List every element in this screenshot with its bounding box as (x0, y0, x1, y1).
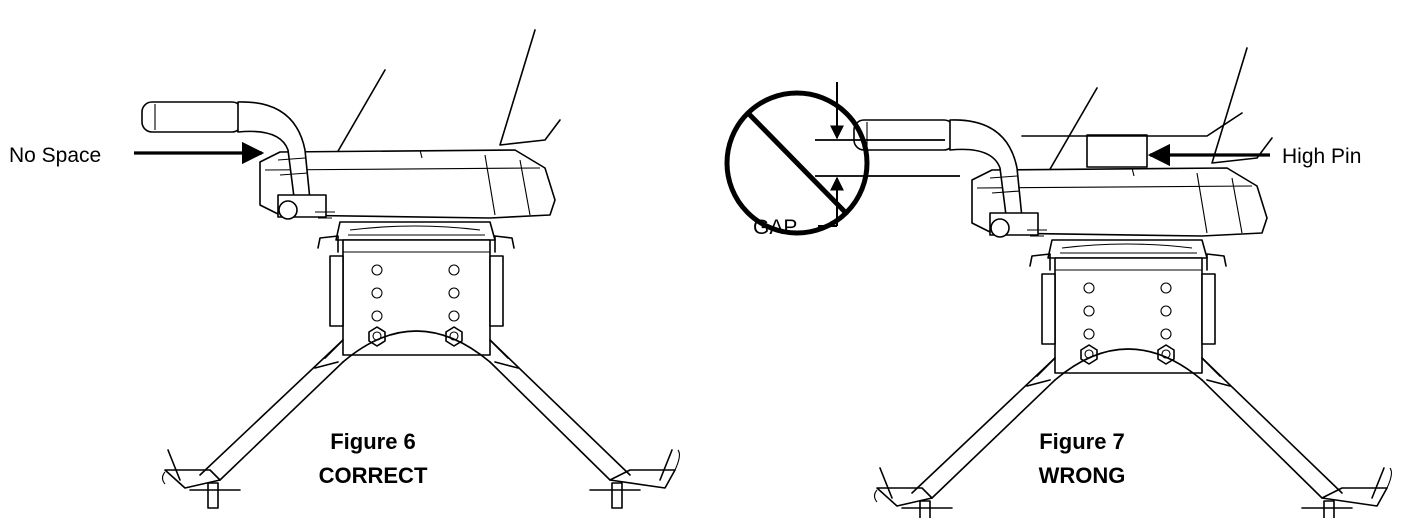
figure-7-verdict: WRONG (1039, 463, 1126, 488)
high-pin-block (1086, 134, 1148, 168)
high-pin-label: High Pin (1282, 145, 1361, 168)
figure-7 (853, 47, 1393, 518)
figure-6-title: Figure 6 (330, 429, 416, 454)
no-symbol-icon (724, 90, 870, 236)
raised-deck-line (1021, 112, 1243, 137)
gap-label: GAP (753, 216, 797, 239)
figure-7-title: Figure 7 (1039, 429, 1125, 454)
figure-6-verdict: CORRECT (319, 463, 428, 488)
no-space-label: No Space (9, 144, 101, 167)
